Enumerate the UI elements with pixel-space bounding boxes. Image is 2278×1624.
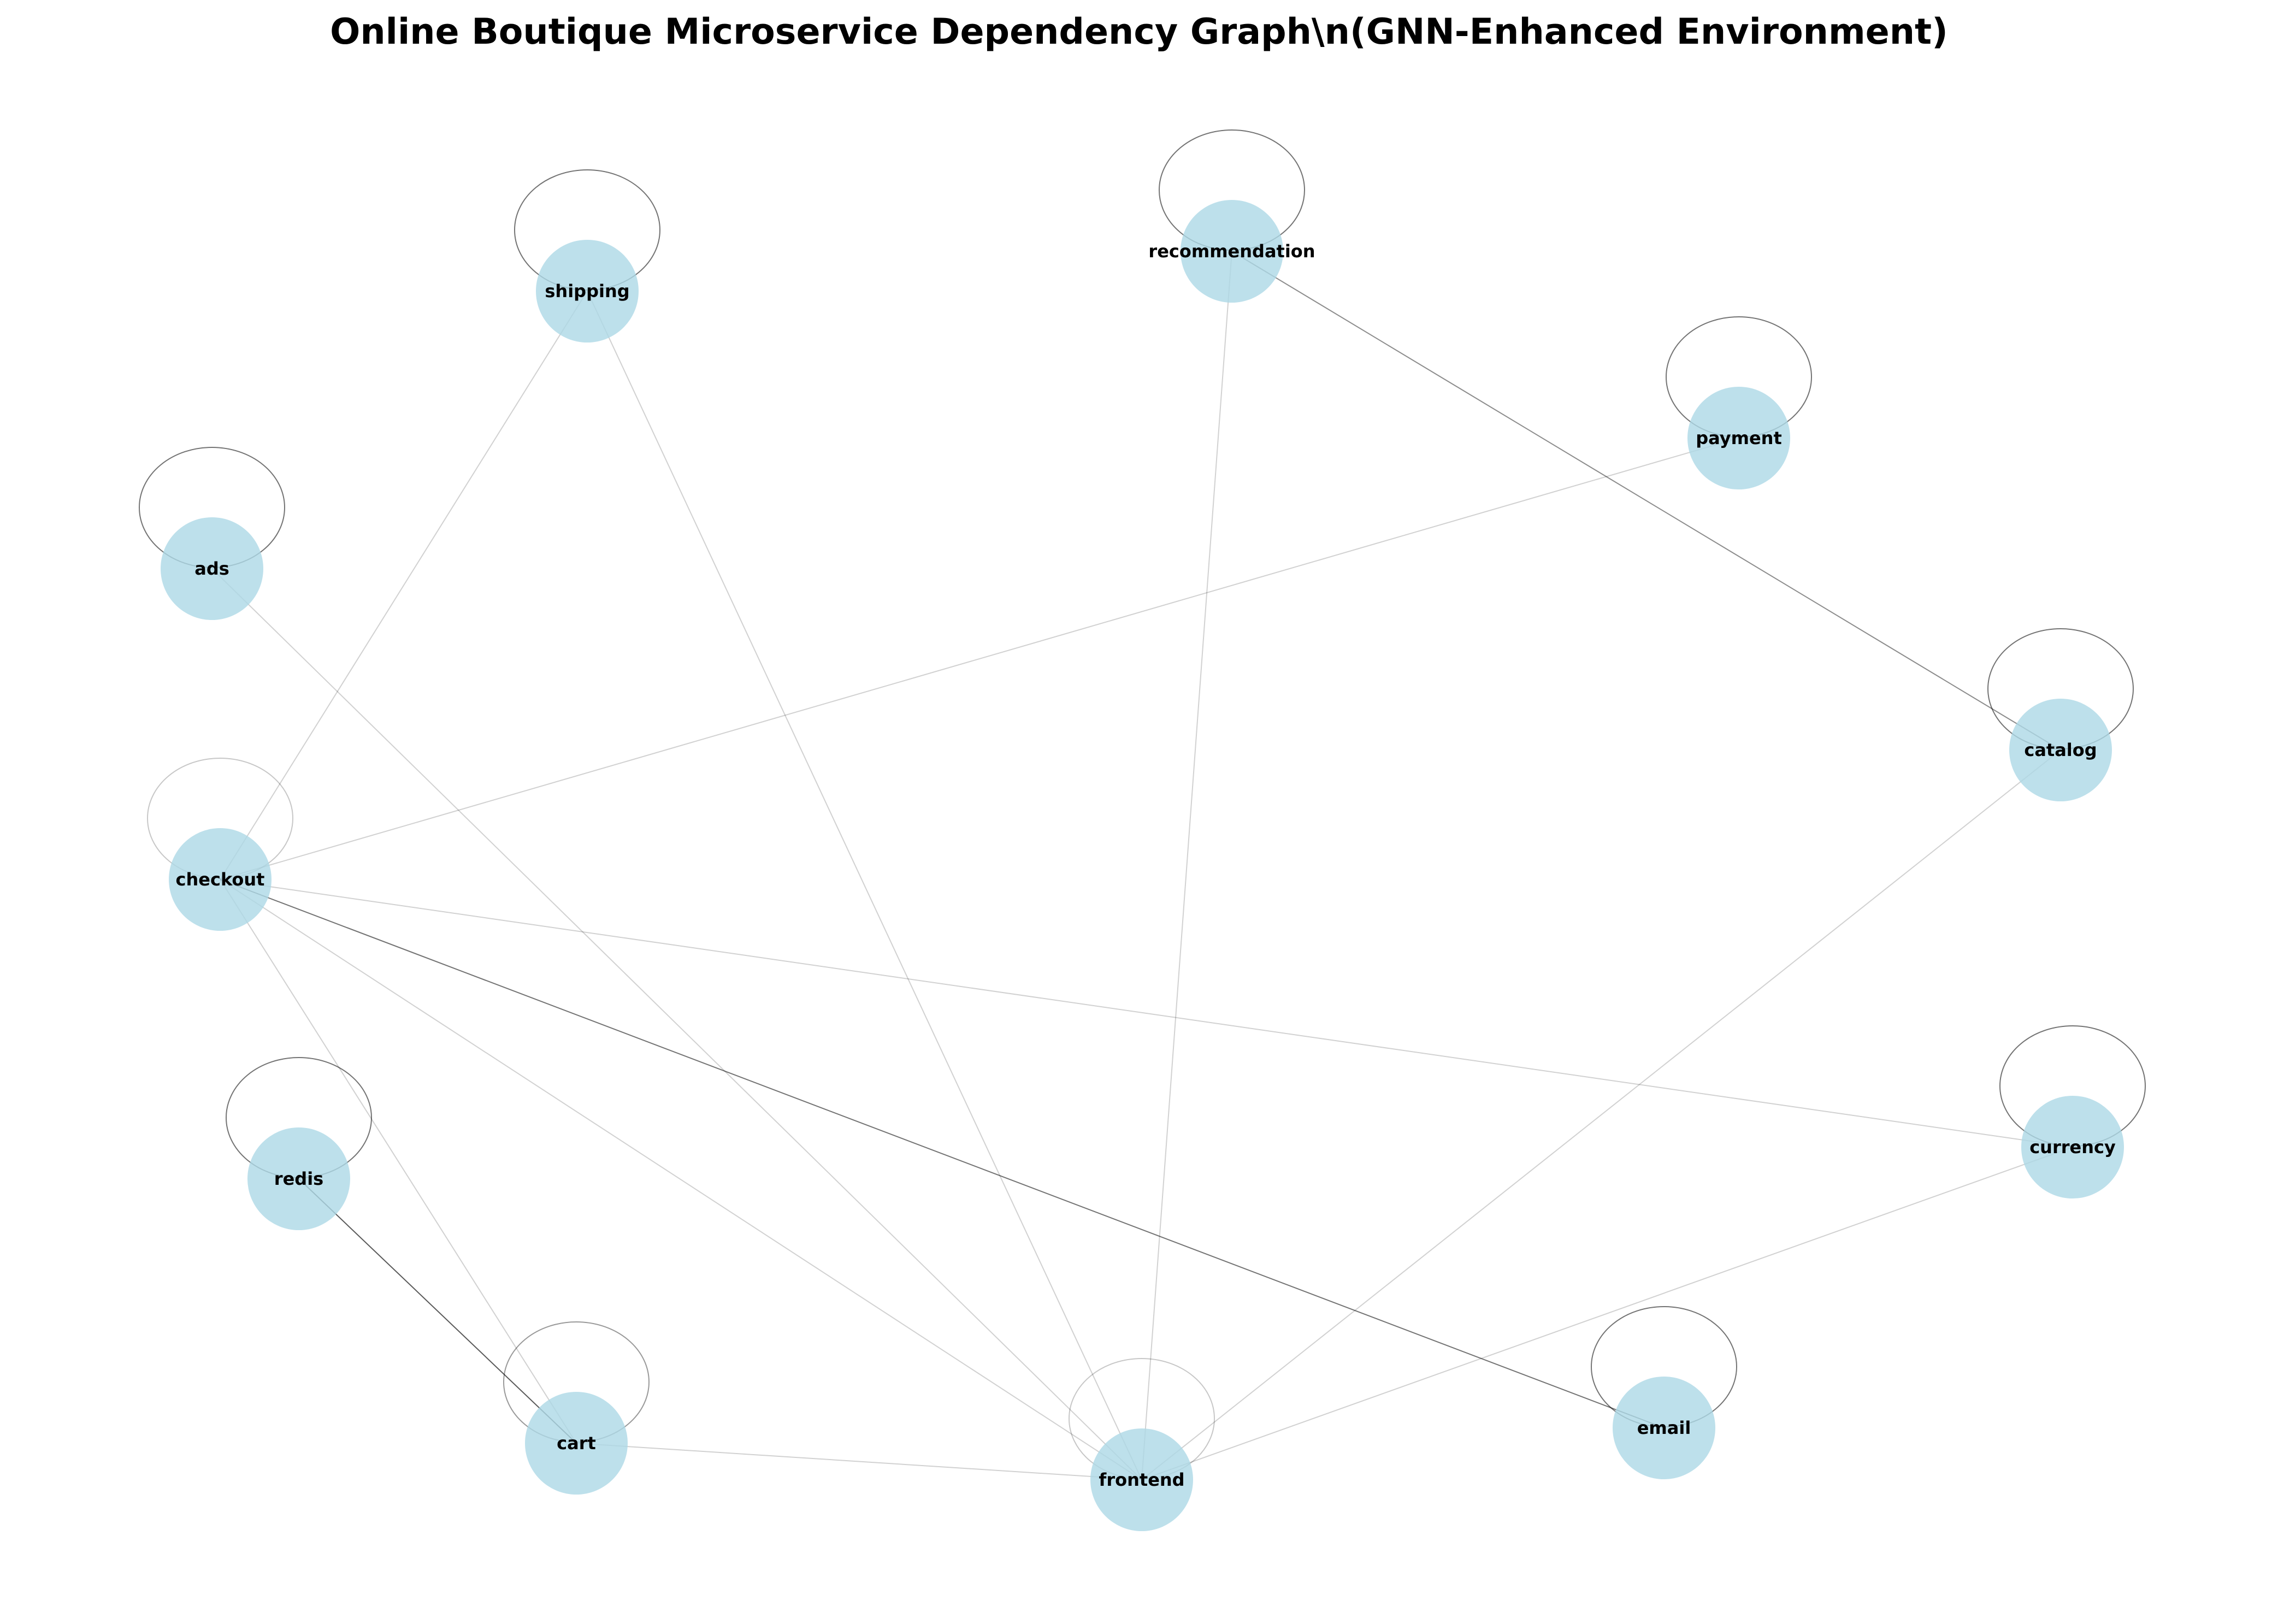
node-label-frontend: frontend [1099,1469,1184,1490]
node-label-redis: redis [274,1168,323,1189]
node-label-recommendation: recommendation [1148,241,1315,262]
node-currency: currency [2021,1096,2124,1198]
node-shipping: shipping [536,240,639,342]
node-label-ads: ads [194,558,229,579]
node-cart: cart [525,1392,628,1495]
node-label-catalog: catalog [2024,740,2097,760]
node-label-shipping: shipping [545,281,629,302]
node-circle-email [1613,1377,1715,1479]
edge-shipping-frontend [587,291,1142,1480]
node-checkout: checkout [169,828,272,931]
node-circle-checkout [169,828,272,931]
node-payment: payment [1687,387,1790,489]
node-ads: ads [161,517,263,620]
edge-recommendation-catalog [1231,251,2061,751]
node-redis: redis [247,1127,350,1230]
node-label-cart: cart [557,1433,596,1454]
nodes-layer: shipping recommendation payment ads catalog c… [161,200,2124,1531]
edge-checkout-email [220,879,1665,1428]
edge-cart-frontend [576,1443,1142,1480]
edge-currency-frontend [1141,1147,2073,1480]
edge-recommendation-frontend [1141,251,1232,1480]
node-email: email [1613,1377,1715,1479]
node-label-checkout: checkout [176,869,265,890]
edge-checkout-frontend [220,879,1142,1480]
node-circle-ads [161,517,263,620]
node-circle-cart [525,1392,628,1495]
edge-catalog-frontend [1141,749,2061,1480]
edges-layer [211,251,2073,1480]
edge-redis-cart [298,1178,577,1444]
node-circle-shipping [536,240,639,342]
edge-checkout-currency [220,879,2073,1148]
node-circle-redis [247,1127,350,1230]
node-recommendation: recommendation [1148,200,1315,303]
edge-checkout-cart [220,879,577,1444]
node-label-currency: currency [2029,1137,2116,1158]
self-loops-layer [139,129,2146,1479]
node-circle-catalog [2009,699,2112,801]
node-label-email: email [1637,1418,1691,1438]
node-circle-payment [1687,387,1790,489]
edge-shipping-checkout [220,291,588,880]
node-circle-currency [2021,1096,2124,1198]
edge-payment-checkout [220,438,1739,880]
node-label-payment: payment [1696,428,1782,448]
graph-title: Online Boutique Microservice Dependency … [330,11,1948,52]
node-circle-recommendation [1181,200,1283,303]
node-frontend: frontend [1090,1428,1193,1531]
edge-ads-frontend [211,568,1142,1480]
node-circle-frontend [1090,1428,1193,1531]
node-catalog: catalog [2009,699,2112,801]
